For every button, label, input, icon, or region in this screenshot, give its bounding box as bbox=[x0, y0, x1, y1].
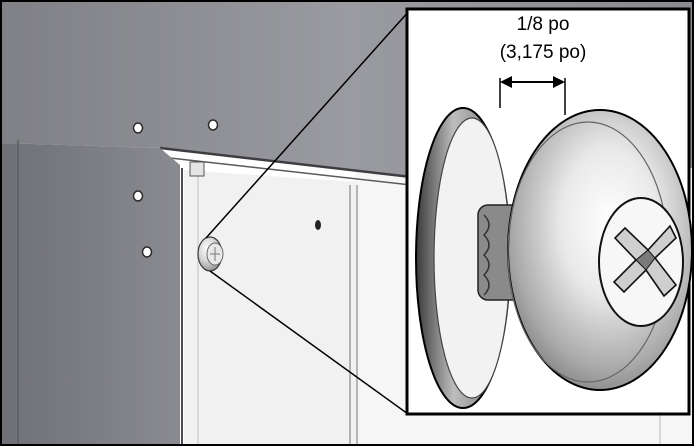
phillips-recess-icon bbox=[598, 197, 684, 327]
dimension-arrow bbox=[499, 76, 566, 115]
screw-small bbox=[197, 236, 224, 272]
hole-top-1 bbox=[132, 122, 144, 134]
small-tab bbox=[189, 161, 205, 177]
callout-line-top bbox=[205, 9, 411, 239]
hole-inner bbox=[315, 220, 321, 230]
top-panel-edge bbox=[159, 146, 421, 180]
top-panel-lip bbox=[169, 157, 421, 187]
screw-magnified bbox=[415, 107, 693, 409]
hole-left-2 bbox=[141, 246, 153, 258]
dimension-decimal-label: (3,175 po) bbox=[499, 42, 587, 63]
hole-left-1 bbox=[132, 190, 144, 202]
left-panel bbox=[0, 143, 180, 446]
dimension-fraction-label: 1/8 po bbox=[516, 14, 570, 35]
hole-top-2 bbox=[207, 119, 219, 131]
inner-panel bbox=[184, 170, 356, 446]
callout-line-bottom bbox=[209, 270, 409, 415]
